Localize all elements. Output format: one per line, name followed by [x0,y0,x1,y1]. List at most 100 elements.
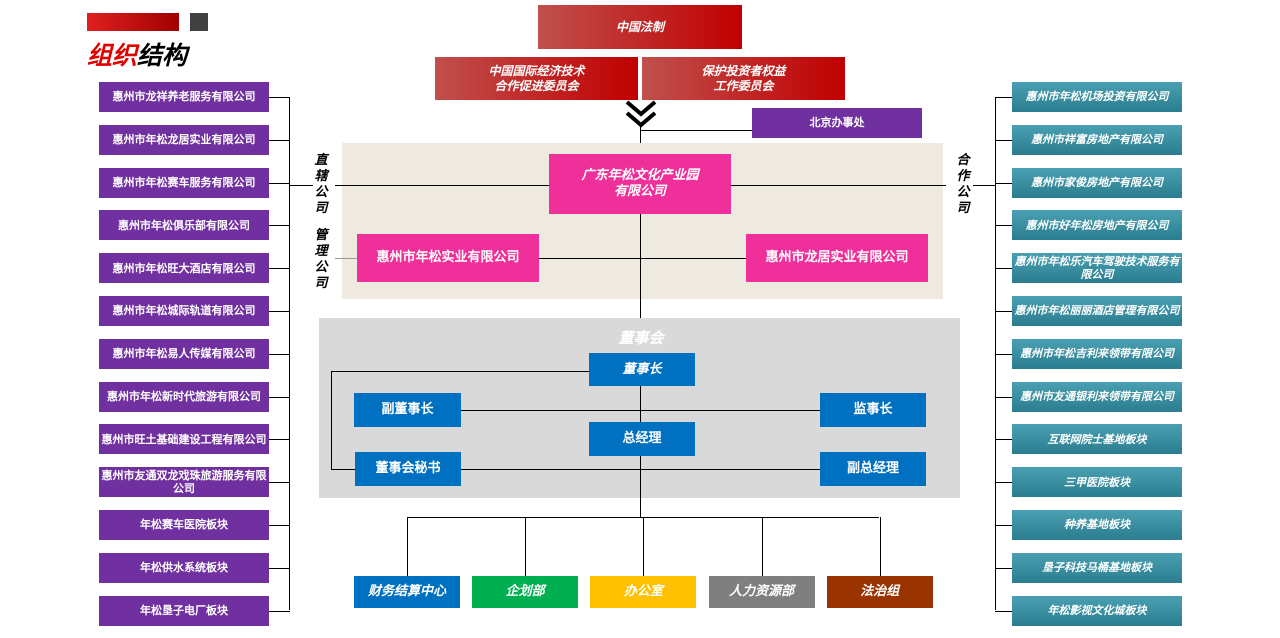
left-company-label: 惠州市年松赛车服务有限公司 [112,176,256,189]
left-company-box: 年松赛车医院板块 [99,510,269,540]
right-company-label: 垦子科技马桶基地板块 [1042,561,1152,575]
connector [269,311,290,312]
general-manager-box: 总经理 [589,422,695,456]
root-label: 中国法制 [615,19,664,34]
beijing-office-box: 北京办事处 [752,108,922,138]
sub-company-right-label: 惠州市龙居实业有限公司 [765,250,909,266]
connector [995,482,1012,484]
right-company-box: 惠州市友通银利来领带有限公司 [1012,381,1182,412]
connector [995,396,1012,398]
page-title: 组织结构 [87,36,187,72]
committee-right-box: 保护投资者权益 工作委员会 [642,57,845,100]
connector [331,371,332,470]
left-company-box: 惠州市年松俱乐部有限公司 [99,210,269,241]
connector [525,517,527,576]
sub-company-left-label: 惠州市年松实业有限公司 [376,250,520,266]
connector [335,258,357,259]
right-company-label: 惠州市好年松房地产有限公司 [1025,218,1169,232]
right-company-box: 互联网院士基地板块 [1012,424,1182,455]
connector [539,258,746,259]
main-company-box: 广东年松文化产业园 有限公司 [549,154,731,214]
connector [640,130,752,131]
board-title: 董事会 [618,329,664,347]
connector [269,353,290,355]
vice-chairman-box: 副董事长 [354,393,461,427]
left-company-box: 年松供水系统板块 [99,552,269,583]
root-box: 中国法制 [538,5,742,49]
left-company-label: 惠州市年松新时代旅游有限公司 [107,390,261,403]
department-box: 企划部 [472,576,579,608]
left-bracket [289,97,290,610]
right-company-box: 惠州市家俊房地产有限公司 [1012,167,1182,198]
sub-company-right-box: 惠州市龙居实业有限公司 [746,234,928,282]
left-company-label: 年松赛车医院板块 [140,518,228,532]
right-company-box: 惠州市年松丽丽酒店管理有限公司 [1012,296,1182,326]
header-gray-square [190,13,208,31]
connector [269,225,290,227]
left-company-box: 惠州市友通双龙戏珠旅游服务有限公司 [99,467,269,498]
double-chevron-down-icon [625,100,657,128]
department-label: 财务结算中心 [367,584,446,600]
left-company-box: 惠州市年松新时代旅游有限公司 [99,381,269,412]
deputy-gm-box: 副总经理 [820,452,926,486]
connector [331,371,589,372]
connector [995,353,1012,355]
connector [995,439,1012,441]
department-box: 法治组 [826,576,933,608]
right-company-label: 惠州市年松吉利来领带有限公司 [1020,347,1174,361]
left-company-label: 惠州市年松旺大酒店有限公司 [112,261,256,275]
board-secretary-label: 董事会秘书 [375,461,441,477]
connector [269,525,290,526]
left-company-label: 惠州市年松俱乐部有限公司 [118,218,250,232]
board-secretary-box: 董事会秘书 [355,452,461,486]
connector [269,439,290,441]
connector [995,225,1012,227]
right-company-box: 惠州市好年松房地产有限公司 [1012,210,1182,241]
left-company-box: 惠州市年松易人传媒有限公司 [99,338,269,369]
department-label: 办公室 [623,584,663,600]
connector [269,268,290,270]
left-company-box: 惠州市年松赛车服务有限公司 [99,167,269,198]
right-company-box: 垦子科技马桶基地板块 [1012,552,1182,583]
right-company-box: 惠州市祥富房地产有限公司 [1012,124,1182,155]
connector [995,311,1012,312]
chairman-label: 董事长 [622,361,662,377]
connector [640,124,641,154]
right-bracket [995,97,996,610]
right-company-label: 年松影视文化城板块 [1047,604,1147,617]
committee-right-line2: 工作委员会 [713,78,774,93]
connector [331,469,355,470]
partner-companies-label: 合作公司 [956,153,970,216]
header-red-bar [87,13,179,31]
supervisor-label: 监事长 [853,402,893,418]
connector [289,185,313,186]
committee-right-line1: 保护投资者权益 [701,64,786,79]
connector [643,517,645,576]
department-box: 财务结算中心 [354,576,460,608]
right-company-box: 惠州市年松吉利来领带有限公司 [1012,338,1182,369]
connector [973,185,995,186]
right-company-label: 互联网院士基地板块 [1047,432,1147,446]
vice-chairman-label: 副董事长 [381,402,434,418]
right-company-label: 惠州市祥富房地产有限公司 [1031,133,1163,147]
page-title-red: 组织 [87,41,138,70]
main-company-line1: 广东年松文化产业园 [581,168,699,184]
page-title-black: 结构 [137,41,188,70]
left-company-label: 年松供水系统板块 [140,561,228,575]
connector [407,517,879,518]
department-label: 人力资源部 [729,584,795,600]
beijing-office-label: 北京办事处 [809,116,865,130]
committee-left-line2: 合作促进委员会 [494,78,579,93]
connector [995,610,1012,612]
left-company-box: 惠州市年松旺大酒店有限公司 [99,253,269,284]
connector [879,517,881,576]
direct-companies-label: 直辖公司 [314,153,328,216]
connector [995,268,1012,270]
right-company-label: 惠州市友通银利来领带有限公司 [1020,390,1174,403]
main-company-line2: 有限公司 [613,184,666,199]
chairman-box: 董事长 [589,353,695,386]
connector [269,567,290,569]
department-label: 企划部 [505,584,545,600]
right-company-box: 惠州市年松乐汽车驾驶技术服务有限公司 [1012,253,1182,284]
connector [995,97,1012,98]
